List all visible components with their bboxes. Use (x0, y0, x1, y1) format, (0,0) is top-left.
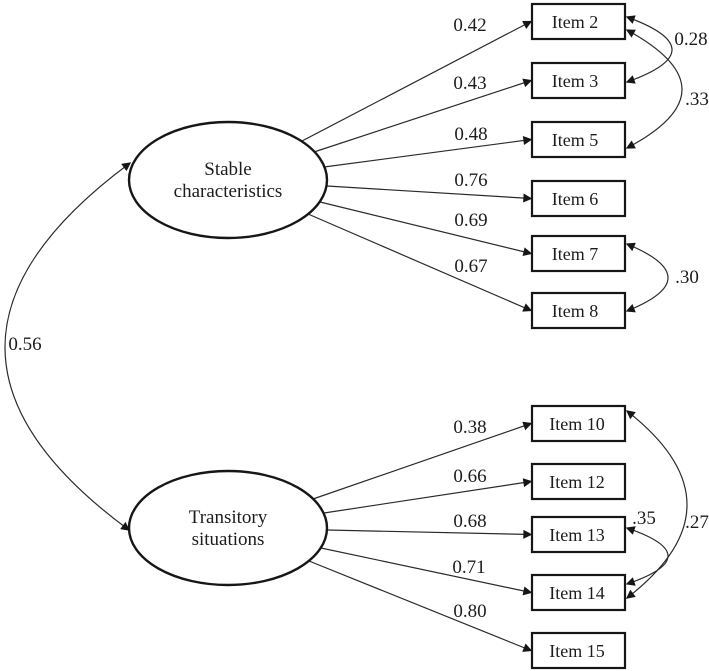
item-2-node: Item 2 (530, 2, 627, 41)
item-8-node: Item 8 (530, 291, 627, 330)
item-10-label: Item 10 (549, 414, 605, 434)
item-2-box (530, 2, 627, 41)
loading-value-item-7: 0.69 (454, 210, 487, 231)
item-12-node: Item 12 (530, 462, 627, 501)
latent-factor-transitory-label-line1: Transitory (189, 507, 268, 528)
loading-value-item-3: 0.43 (453, 73, 486, 94)
error-covariance-value-item7-item8: .30 (675, 267, 699, 288)
item-14-label: Item 14 (549, 583, 605, 603)
factor-correlation-arrow (4, 162, 132, 531)
item-3-box (530, 61, 627, 100)
item-12-label: Item 12 (549, 472, 605, 492)
error-covariance-arrow-item2-item3 (625, 15, 673, 84)
error-covariance-arrow-item13-item14 (625, 526, 669, 586)
item-12-box (530, 462, 627, 501)
loading-value-item-15: 0.80 (453, 601, 486, 622)
error-covariance-value-item10-item14: .27 (685, 512, 709, 533)
item-13-label: Item 13 (549, 525, 605, 545)
item-7-node: Item 7 (530, 234, 627, 273)
item-2-label: Item 2 (552, 12, 599, 32)
item-14-node: Item 14 (530, 573, 627, 612)
item-8-box (530, 291, 627, 330)
item-7-label: Item 7 (552, 244, 599, 264)
item-15-label: Item 15 (549, 641, 605, 661)
item-15-node: Item 15 (530, 631, 627, 670)
item-5-label: Item 5 (552, 130, 599, 150)
item-5-node: Item 5 (530, 120, 627, 159)
item-8-label: Item 8 (552, 301, 599, 321)
loading-arrow-item-6 (326, 185, 533, 203)
loading-value-item-6: 0.76 (454, 170, 487, 191)
loading-arrow-item-5 (323, 136, 533, 168)
item-3-label: Item 3 (552, 71, 599, 91)
loading-value-item-2: 0.42 (453, 15, 486, 36)
loading-arrow-item-13 (326, 529, 533, 539)
loading-value-item-14: 0.71 (452, 557, 485, 578)
item-14-box (530, 573, 627, 612)
loading-arrow-item-12 (323, 478, 533, 514)
loading-value-item-13: 0.68 (453, 511, 486, 532)
latent-factor-stable: Stable characteristics (127, 120, 329, 240)
latent-factor-transitory: Transitory situations (127, 469, 329, 587)
item-10-node: Item 10 (530, 404, 627, 443)
loading-arrow-item-2 (301, 20, 533, 142)
latent-factor-stable-label-line1: Stable (204, 159, 252, 180)
latent-factor-stable-label-line2: characteristics (174, 181, 283, 202)
latent-factor-transitory-label-line2: situations (192, 529, 265, 550)
item-10-box (530, 404, 627, 443)
factor-correlation-value: 0.56 (8, 334, 41, 355)
error-covariance-value-item2-item3: 0.28 (674, 29, 707, 50)
loading-arrow-item-7 (319, 201, 533, 257)
item-13-node: Item 13 (530, 515, 627, 554)
error-covariance-arrow-item7-item8 (625, 242, 669, 313)
item-6-node: Item 6 (530, 179, 627, 218)
loading-arrow-item-8 (307, 213, 533, 312)
loading-arrow-item-15 (308, 560, 533, 652)
error-covariance-value-item13-item14: .35 (632, 508, 656, 529)
loading-value-item-10: 0.38 (453, 417, 486, 438)
loading-value-item-8: 0.67 (454, 256, 487, 277)
latent-factor-transitory-ellipse (127, 469, 329, 587)
item-6-label: Item 6 (552, 189, 599, 209)
item-7-box (530, 234, 627, 273)
item-13-box (530, 515, 627, 554)
item-5-box (530, 120, 627, 159)
latent-factor-stable-ellipse (127, 120, 329, 240)
error-covariance-arrow-item10-item14 (625, 410, 688, 599)
loading-arrow-item-14 (320, 547, 533, 596)
loading-arrow-item-3 (313, 78, 533, 153)
loading-value-item-12: 0.66 (453, 466, 486, 487)
item-15-box (530, 631, 627, 670)
loading-arrow-item-10 (312, 421, 533, 500)
error-covariance-arrow-item2-item5 (625, 29, 683, 149)
loading-value-item-5: 0.48 (454, 124, 487, 145)
item-6-box (530, 179, 627, 218)
item-3-node: Item 3 (530, 61, 627, 100)
error-covariance-value-item2-item5: .33 (685, 89, 709, 110)
